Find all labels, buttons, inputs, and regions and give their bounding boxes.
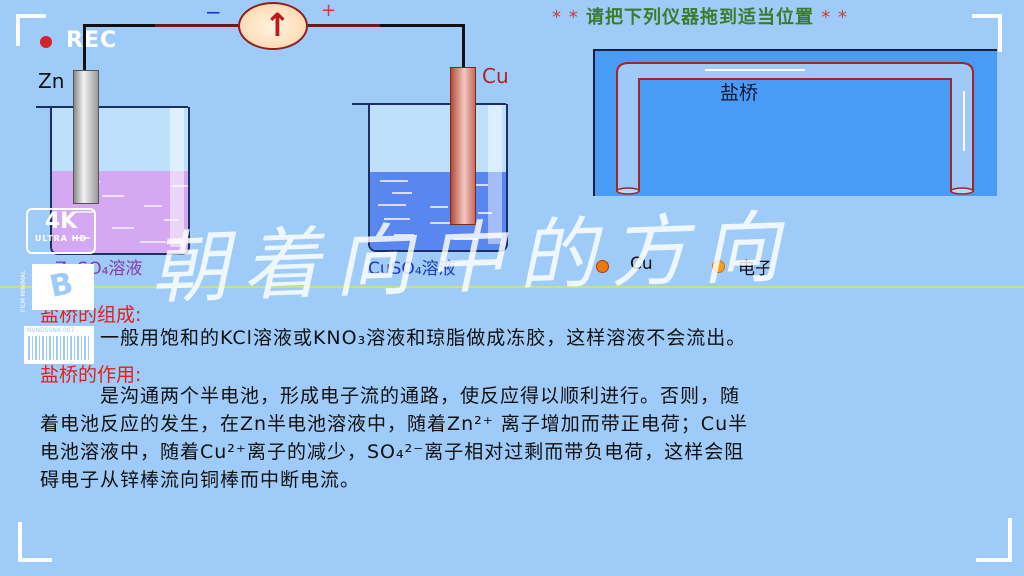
wire-cu-vertical — [462, 24, 465, 74]
viewfinder-corner-bottom-left — [18, 522, 52, 562]
function-heading: 盐桥的作用: — [40, 364, 142, 386]
function-line-2: 着电池反应的发生，在Zn半电池溶液中，随着Zn²⁺ 离子增加而带正电荷；Cu半 — [40, 413, 749, 435]
cuso4-solution-label: CuSO₄溶液 — [368, 259, 456, 279]
salt-bridge-label: 盐桥 — [720, 82, 759, 104]
negative-terminal-sign: − — [205, 0, 222, 24]
b-logo-badge: B — [32, 264, 94, 310]
viewfinder-corner-top-left — [16, 14, 46, 46]
legend-electron-label: 电子 — [738, 259, 772, 279]
function-line-3: 电池溶液中，随着Cu²⁺离子的减少，SO₄²⁻离子相对过剩而带负电荷，这样会阻 — [40, 441, 745, 463]
cuso4-liquid — [370, 172, 506, 250]
drag-instruction: * * 请把下列仪器拖到适当位置 * * — [552, 3, 848, 29]
cu-beaker[interactable] — [368, 104, 508, 252]
record-indicator-icon — [40, 36, 52, 48]
beaker-highlight — [170, 107, 184, 247]
cu-beaker-lip — [352, 103, 506, 105]
wire-cu-horizontal — [380, 24, 464, 27]
electron-icon[interactable] — [712, 260, 725, 273]
wire-right — [304, 24, 380, 27]
star-icon-left: * * — [552, 7, 579, 28]
barcode-icon: NVNDSSNA-007 — [24, 326, 94, 364]
beaker-highlight — [488, 104, 502, 244]
composition-text: 一般用饱和的KCl溶液或KNO₃溶液和琼脂做成冻胶，这样溶液不会流出。 — [100, 327, 747, 349]
function-line-4: 碍电子从锌棒流向铜棒而中断电流。 — [40, 469, 361, 491]
legend-cu-label: Cu — [630, 254, 653, 274]
positive-terminal-sign: + — [321, 0, 337, 21]
zn-electrode-label: Zn — [38, 69, 65, 93]
cu-electrode[interactable] — [450, 67, 476, 225]
wire-zn-vertical — [83, 25, 86, 77]
salt-bridge-tube-icon — [616, 62, 974, 195]
cu-electrode-label: Cu — [482, 64, 509, 88]
arrow-up-icon: ↑ — [264, 6, 291, 44]
galvanometer[interactable]: ↑ — [238, 2, 308, 50]
4k-badge: 4K ULTRA HD — [26, 208, 96, 254]
zn-beaker-lip — [36, 106, 188, 108]
wire-left — [155, 24, 239, 27]
viewfinder-corner-bottom-right — [976, 518, 1012, 562]
rec-label: REC — [66, 28, 118, 53]
wire-zn-horizontal — [83, 24, 155, 27]
cu-atom-icon[interactable] — [596, 260, 609, 273]
zn-electrode[interactable] — [73, 70, 99, 204]
function-line-1: 是沟通两个半电池，形成电子流的通路，使反应得以顺利进行。否则，随 — [100, 385, 741, 407]
handwritten-annotation: 朝着向中的方向 — [148, 202, 796, 316]
salt-bridge-panel[interactable] — [593, 49, 997, 196]
film-minimal-label: FILM MINIMAL — [20, 270, 27, 312]
viewfinder-corner-top-right — [972, 14, 1002, 52]
section-divider — [0, 286, 1024, 288]
instruction-text: 请把下列仪器拖到适当位置 — [586, 7, 815, 28]
star-icon-right: * * — [821, 7, 849, 28]
